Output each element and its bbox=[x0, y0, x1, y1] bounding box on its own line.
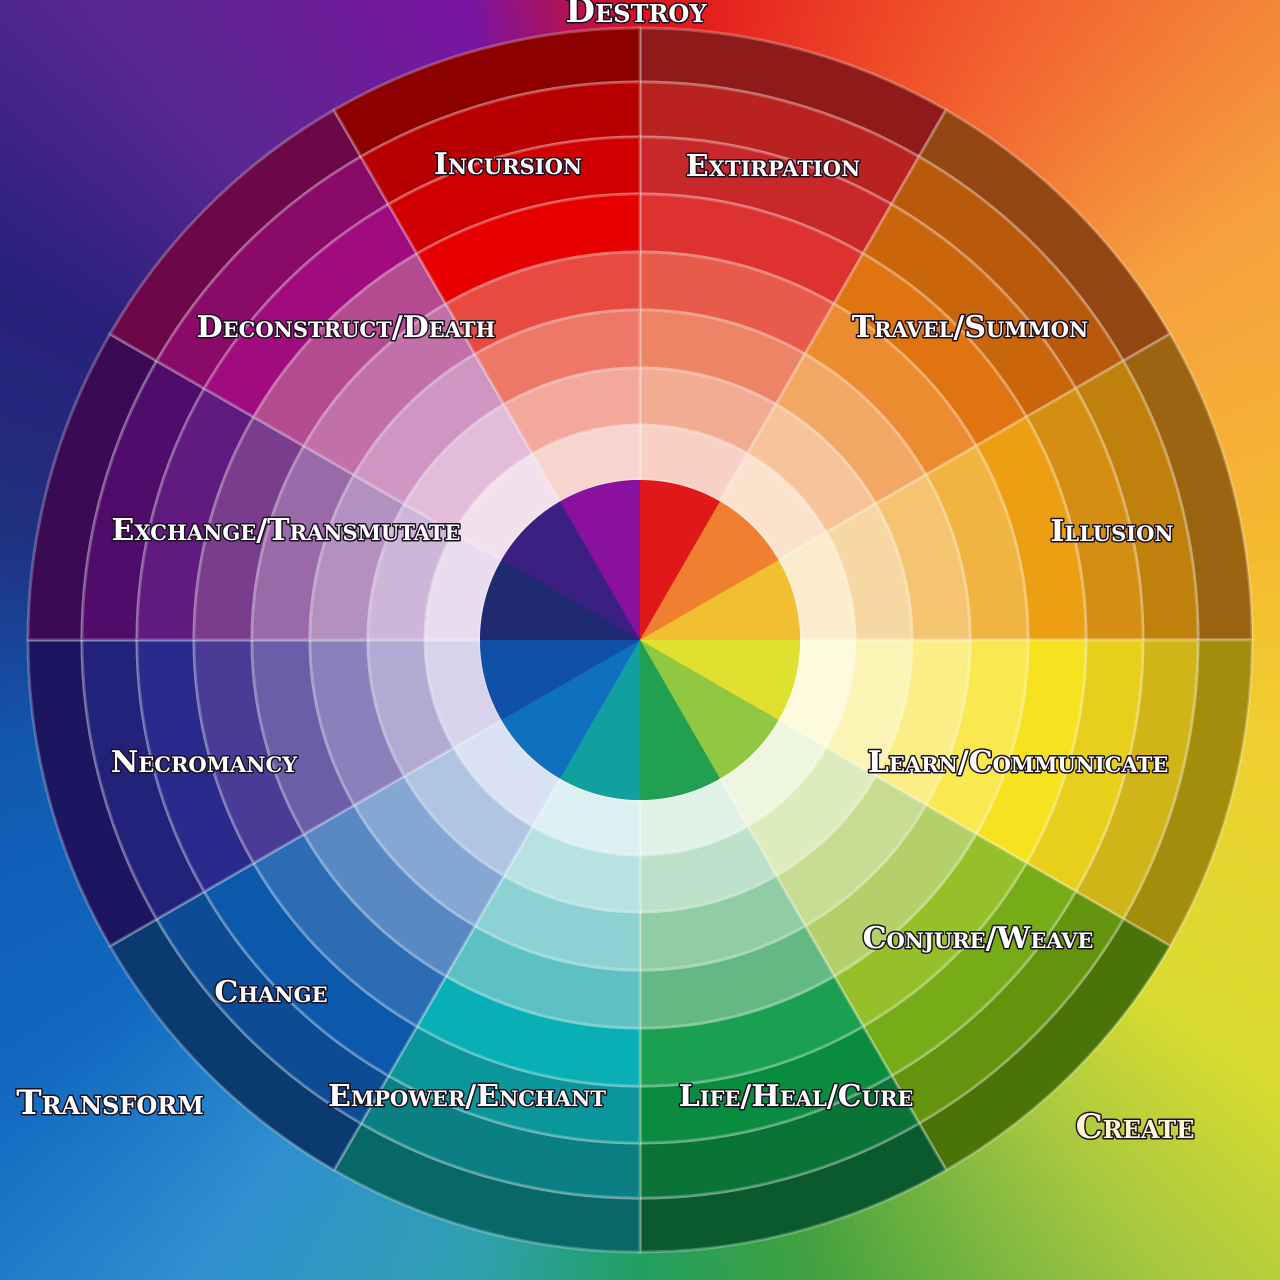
segment-label-extirpation: Extirpation bbox=[686, 149, 860, 184]
center-wedge bbox=[492, 492, 640, 640]
corner-label-create: Create bbox=[1076, 1107, 1195, 1147]
center-wedge bbox=[640, 555, 800, 640]
center-wedge bbox=[480, 555, 640, 640]
segment-label-life-heal-cure: Life/Heal/Cure bbox=[679, 1079, 914, 1114]
segment-label-conjure-weave: Conjure/Weave bbox=[863, 921, 1094, 956]
corner-label-destroy: Destroy bbox=[566, 0, 708, 31]
segment-label-learn-communicate: Learn/Communicate bbox=[868, 745, 1168, 780]
center-wedge bbox=[640, 640, 725, 800]
segment-label-empower-enchant: Empower/Enchant bbox=[328, 1079, 606, 1114]
center-wedge bbox=[640, 480, 725, 640]
corner-label-transform: Transform bbox=[16, 1083, 204, 1123]
center-wedge bbox=[492, 640, 640, 788]
wheel-center bbox=[480, 480, 800, 800]
center-wedge bbox=[640, 640, 800, 725]
segment-label-travel-summon: Travel/Summon bbox=[852, 310, 1089, 345]
wheel-cell bbox=[638, 80, 922, 207]
segment-label-incursion: Incursion bbox=[434, 147, 582, 182]
segment-label-necromancy: Necromancy bbox=[111, 745, 298, 780]
segment-label-deconstruct-death: Deconstruct/Death bbox=[197, 310, 496, 345]
center-wedge bbox=[555, 480, 640, 640]
center-wedge bbox=[640, 492, 788, 640]
center-wedge bbox=[480, 640, 640, 725]
center-wedge bbox=[555, 640, 640, 800]
segment-label-illusion: Illusion bbox=[1050, 514, 1173, 549]
segment-label-exchange-transmutate: Exchange/Transmutate bbox=[112, 513, 461, 548]
wheel-segments bbox=[26, 26, 1254, 1254]
segment-label-change: Change bbox=[214, 975, 327, 1010]
center-wedge bbox=[640, 640, 788, 788]
